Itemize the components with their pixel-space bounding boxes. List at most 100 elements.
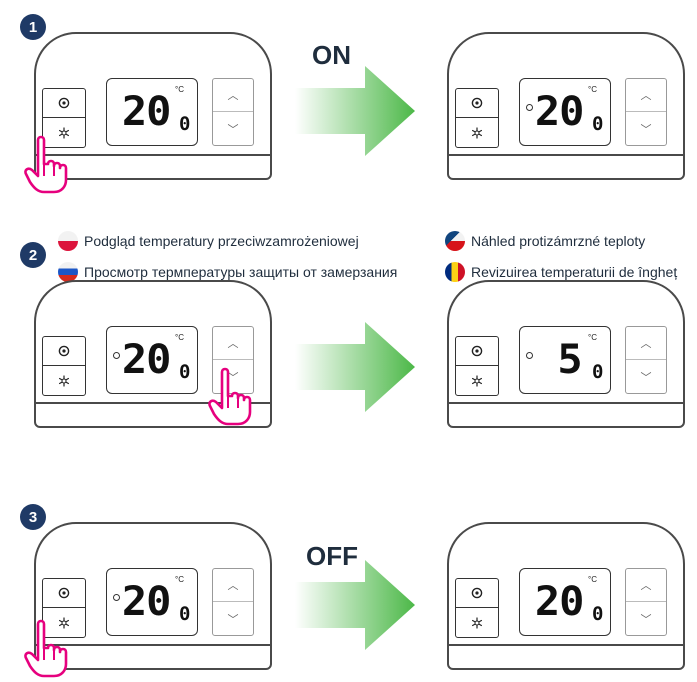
sun-button[interactable] (43, 579, 85, 608)
temperature-value: 20 (534, 89, 585, 135)
flag-romania-icon (445, 262, 465, 282)
temperature-decimal: 0 (592, 361, 604, 383)
pointing-hand-icon (208, 366, 266, 426)
pointing-hand-icon (24, 134, 82, 194)
mode-buttons (42, 578, 86, 638)
chevron-up-icon: ︿ (227, 90, 239, 102)
snowflake-icon (471, 617, 483, 629)
temperature-value: 5 (557, 337, 582, 383)
thermostat-after-step2: 5 °C 0 ︿ ﹀ (447, 280, 685, 428)
temperature-value: 20 (121, 579, 172, 625)
sun-icon (471, 345, 483, 357)
arrow-buttons: ︿ ﹀ (625, 326, 667, 394)
chevron-up-icon: ︿ (640, 580, 652, 592)
sun-icon (471, 587, 483, 599)
lcd-display: 20 °C 0 (106, 568, 198, 636)
chevron-up-icon: ︿ (227, 580, 239, 592)
chevron-up-icon: ︿ (640, 338, 652, 350)
down-button[interactable]: ﹀ (626, 112, 666, 145)
snowflake-button[interactable] (456, 608, 498, 637)
chevron-down-icon: ﹀ (640, 123, 652, 136)
snowflake-icon (58, 375, 70, 387)
status-dot (526, 104, 533, 111)
down-button[interactable]: ﹀ (213, 602, 253, 635)
snowflake-button[interactable] (456, 366, 498, 395)
sun-button[interactable] (43, 89, 85, 118)
up-button[interactable]: ︿ (213, 569, 253, 602)
arrow-buttons: ︿ ﹀ (212, 78, 254, 146)
mode-buttons (455, 88, 499, 148)
caption-ru-text: Просмотр термпературы защиты от замерзан… (84, 264, 398, 280)
up-button[interactable]: ︿ (626, 327, 666, 360)
thermostat-before-step1: 20 °C 0 ︿ ﹀ (34, 32, 272, 180)
arrow-buttons: ︿ ﹀ (625, 78, 667, 146)
temperature-decimal: 0 (179, 603, 191, 625)
status-dot (113, 594, 120, 601)
mode-buttons (455, 578, 499, 638)
step-badge-1: 1 (20, 14, 46, 40)
arrow-buttons: ︿ ﹀ (212, 568, 254, 636)
flag-poland-icon (58, 231, 78, 251)
snowflake-icon (471, 375, 483, 387)
snowflake-icon (471, 127, 483, 139)
arrow-buttons: ︿ ﹀ (625, 568, 667, 636)
flag-czech-icon (445, 231, 465, 251)
caption-pl-text: Podgląd temperatury przeciwzamrożeniowej (84, 233, 359, 249)
status-dot (526, 352, 533, 359)
up-button[interactable]: ︿ (213, 327, 253, 360)
unit-label: °C (588, 85, 597, 94)
snowflake-button[interactable] (456, 118, 498, 147)
thermostat-after-step1: 20 °C 0 ︿ ﹀ (447, 32, 685, 180)
chevron-up-icon: ︿ (227, 338, 239, 350)
unit-label: °C (588, 333, 597, 342)
snowflake-button[interactable] (43, 366, 85, 395)
status-dot (113, 352, 120, 359)
chevron-down-icon: ﹀ (227, 613, 239, 626)
caption-cz: Náhled protizámrzné teploty (445, 231, 645, 251)
down-button[interactable]: ﹀ (626, 602, 666, 635)
temperature-decimal: 0 (592, 113, 604, 135)
sun-icon (58, 97, 70, 109)
temperature-value: 20 (534, 579, 585, 625)
lcd-display: 20 °C 0 (519, 78, 611, 146)
chevron-down-icon: ﹀ (640, 613, 652, 626)
sun-button[interactable] (43, 337, 85, 366)
thermostat-before-step3: 20 °C 0 ︿ ﹀ (34, 522, 272, 670)
caption-cz-text: Náhled protizámrzné teploty (471, 233, 646, 249)
transition-arrow-3 (295, 560, 415, 650)
up-button[interactable]: ︿ (626, 79, 666, 112)
chevron-down-icon: ﹀ (227, 123, 239, 136)
up-button[interactable]: ︿ (213, 79, 253, 112)
mode-buttons (42, 88, 86, 148)
mode-buttons (42, 336, 86, 396)
down-button[interactable]: ﹀ (213, 360, 253, 393)
step-label-off: OFF (306, 541, 358, 571)
lcd-display: 5 °C 0 (519, 326, 611, 394)
unit-label: °C (588, 575, 597, 584)
chevron-down-icon: ﹀ (227, 371, 239, 384)
down-button[interactable]: ﹀ (213, 112, 253, 145)
step-badge-3: 3 (20, 504, 46, 530)
caption-pl: Podgląd temperatury przeciwzamrożeniowej (58, 231, 359, 251)
chevron-down-icon: ﹀ (640, 371, 652, 384)
sun-button[interactable] (456, 579, 498, 608)
sun-icon (58, 587, 70, 599)
sun-icon (471, 97, 483, 109)
down-button[interactable]: ﹀ (626, 360, 666, 393)
sun-icon (58, 345, 70, 357)
sun-button[interactable] (456, 337, 498, 366)
temperature-decimal: 0 (179, 361, 191, 383)
pointing-hand-icon (24, 618, 82, 678)
temperature-value: 20 (121, 337, 172, 383)
temperature-decimal: 0 (179, 113, 191, 135)
thermostat-after-step3: 20 °C 0 ︿ ﹀ (447, 522, 685, 670)
transition-arrow-2 (295, 322, 415, 412)
sun-button[interactable] (456, 89, 498, 118)
chevron-up-icon: ︿ (640, 90, 652, 102)
lcd-display: 20 °C 0 (106, 326, 198, 394)
caption-ro: Revizuirea temperaturii de îngheț (445, 262, 677, 282)
step-badge-2: 2 (20, 242, 46, 268)
up-button[interactable]: ︿ (626, 569, 666, 602)
lcd-display: 20 °C 0 (106, 78, 198, 146)
unit-label: °C (175, 575, 184, 584)
